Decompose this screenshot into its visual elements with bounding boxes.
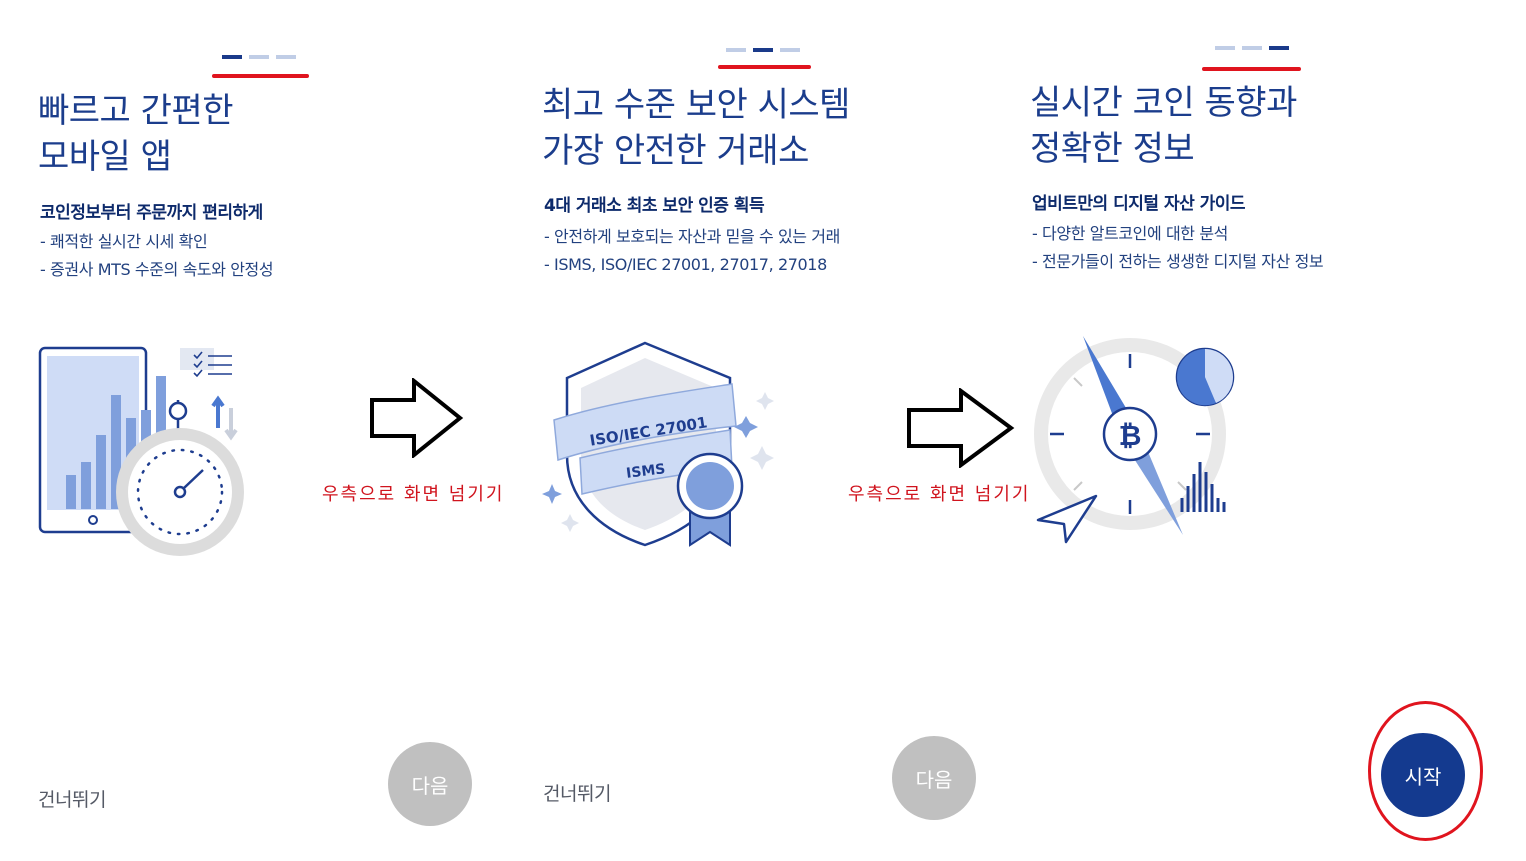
page-indicator-2 [726, 48, 800, 52]
panel-title-2: 최고 수준 보안 시스템 가장 안전한 거래소 [542, 85, 850, 171]
skip-link-2[interactable]: 건너뛰기 [543, 783, 611, 805]
swipe-caption-2: 우측으로 화면 넘기기 [848, 484, 1031, 505]
security-shield-icon: ISO/IEC 27001 ISMS [542, 341, 774, 547]
tablet-chart-stopwatch-icon [38, 346, 244, 556]
bullet-item: - 전문가들이 전하는 생생한 디지털 자산 정보 [1032, 252, 1324, 271]
bullet-item: - 다양한 알트코인에 대한 분석 [1032, 224, 1228, 243]
page-dot [222, 55, 242, 59]
page-dot [1242, 46, 1262, 50]
bullet-item: - ISMS, ISO/IEC 27001, 27017, 27018 [544, 255, 827, 274]
highlight-underline [212, 74, 309, 78]
panel-bullets-1: - 쾌적한 실시간 시세 확인 - 증권사 MTS 수준의 속도와 안정성 [40, 228, 274, 284]
next-button-2[interactable]: 다음 [892, 736, 976, 820]
shield-banner-label-2: ISMS [625, 461, 666, 482]
skip-link-1[interactable]: 건너뛰기 [38, 789, 106, 811]
page-dot [276, 55, 296, 59]
page-dot [1215, 46, 1235, 50]
bullet-item: - 증권사 MTS 수준의 속도와 안정성 [40, 260, 274, 279]
page-dot [753, 48, 773, 52]
panel-subtitle-3: 업비트만의 디지털 자산 가이드 [1032, 194, 1246, 214]
page-dot [249, 55, 269, 59]
highlight-underline [718, 65, 811, 69]
svg-text:₿: ₿ [1119, 419, 1142, 452]
panel-subtitle-2: 4대 거래소 최초 보안 인증 획득 [544, 196, 765, 216]
arrow-right-icon [907, 388, 1015, 468]
panel-subtitle-1: 코인정보부터 주문까지 편리하게 [40, 203, 263, 223]
page-dot [1269, 46, 1289, 50]
highlight-underline [1202, 67, 1301, 71]
panel-bullets-3: - 다양한 알트코인에 대한 분석 - 전문가들이 전하는 생생한 디지털 자산… [1032, 220, 1324, 276]
page-indicator-3 [1215, 46, 1289, 50]
highlight-ring [1368, 701, 1483, 841]
page-dot [780, 48, 800, 52]
arrow-right-icon [370, 378, 464, 458]
page-indicator-1 [222, 55, 296, 59]
bullet-item: - 안전하게 보호되는 자산과 믿을 수 있는 거래 [544, 227, 840, 246]
panel-title-3: 실시간 코인 동향과 정확한 정보 [1030, 83, 1297, 169]
bullet-item: - 쾌적한 실시간 시세 확인 [40, 232, 208, 251]
panel-title-1: 빠르고 간편한 모바일 앱 [38, 91, 234, 177]
page-dot [726, 48, 746, 52]
next-button-1[interactable]: 다음 [388, 742, 472, 826]
panel-bullets-2: - 안전하게 보호되는 자산과 믿을 수 있는 거래 - ISMS, ISO/I… [544, 223, 840, 279]
start-button[interactable]: 시작 [1381, 733, 1465, 817]
bitcoin-compass-icon: ₿ [1034, 336, 1235, 544]
swipe-caption-1: 우측으로 화면 넘기기 [322, 484, 505, 505]
